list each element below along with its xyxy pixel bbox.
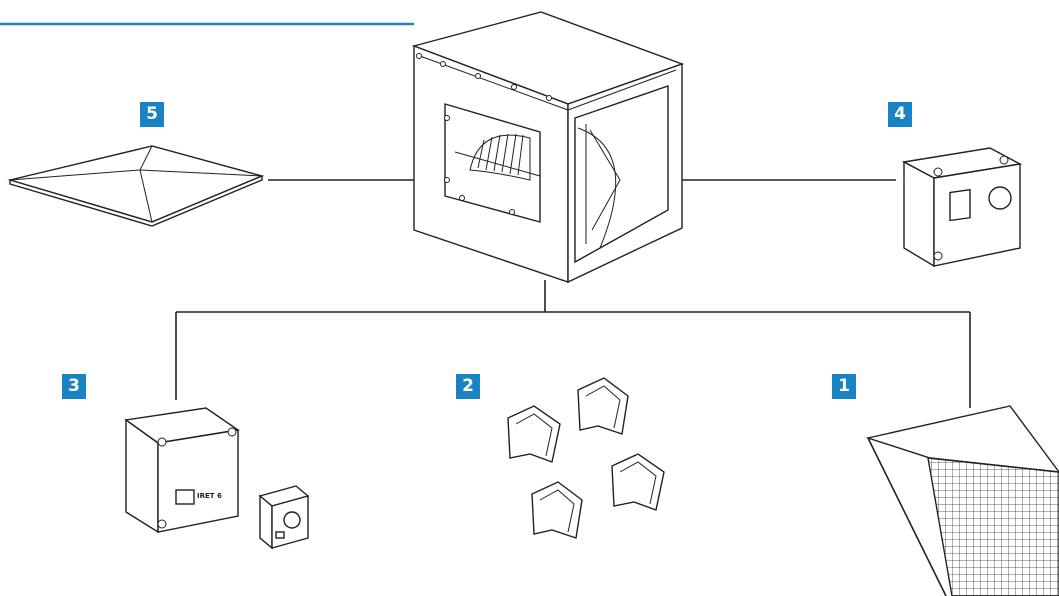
badge-5: 5 bbox=[140, 102, 164, 127]
rain-roof-illustration bbox=[10, 146, 262, 226]
badge-1: 1 bbox=[832, 374, 856, 399]
switch-box-illustration bbox=[904, 148, 1020, 266]
fan-cabinet bbox=[414, 12, 682, 282]
speed-controller-illustration: IRET 6 bbox=[126, 408, 308, 548]
controller-label: IRET 6 bbox=[197, 492, 222, 500]
mesh-filter-illustration bbox=[868, 406, 1059, 596]
badge-4: 4 bbox=[888, 102, 912, 127]
badge-2: 2 bbox=[456, 374, 480, 399]
badge-3: 3 bbox=[62, 374, 86, 399]
feet-illustration bbox=[508, 378, 664, 538]
